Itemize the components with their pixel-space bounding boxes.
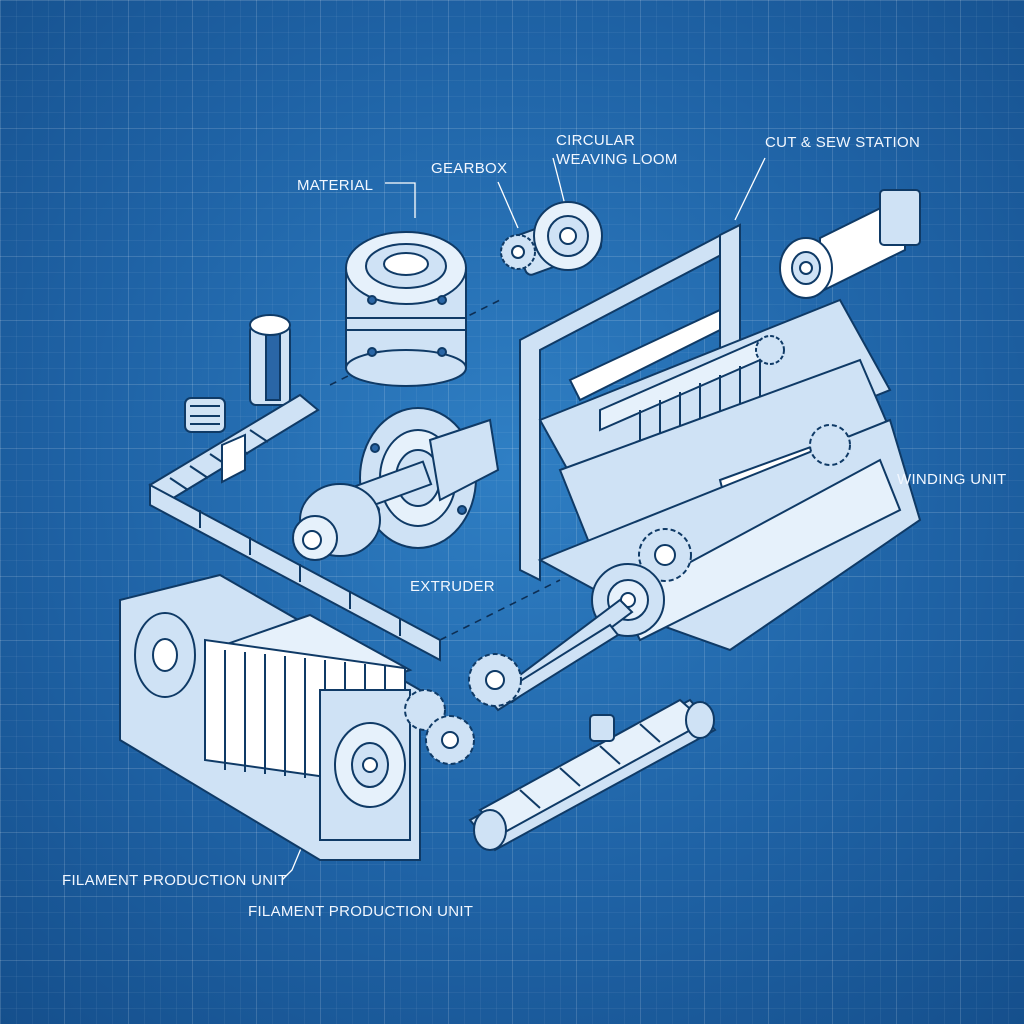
- extruder: [292, 407, 500, 561]
- label-cut-sew-station: CUT & SEW STATION: [765, 134, 921, 151]
- conveyor-slats: [199, 510, 401, 636]
- label-extruder: EXTRUDER: [410, 578, 495, 595]
- material-drum: [345, 231, 467, 387]
- label-filament-production-unit-1: FILAMENT PRODUCTION UNIT: [62, 872, 288, 889]
- label-gearbox: GEARBOX: [431, 160, 508, 177]
- label-filament-production-unit-2: FILAMENT PRODUCTION UNIT: [248, 903, 474, 920]
- label-circular: CIRCULAR: [556, 132, 636, 149]
- weaving-loom: [519, 223, 922, 652]
- gearbox: [500, 201, 603, 276]
- drive-shafts: [488, 598, 634, 712]
- label-winding-unit: WINDING UNIT: [897, 471, 1007, 488]
- yarn-feeder: [148, 314, 441, 662]
- conveyor-bed: [468, 698, 717, 852]
- label-material: MATERIAL: [297, 177, 374, 194]
- label-weaving-loom: WEAVING LOOM: [556, 151, 678, 168]
- label-leaders: [281, 157, 893, 881]
- cut-sew-roll: [779, 189, 921, 299]
- filament-production-unit: [119, 573, 522, 861]
